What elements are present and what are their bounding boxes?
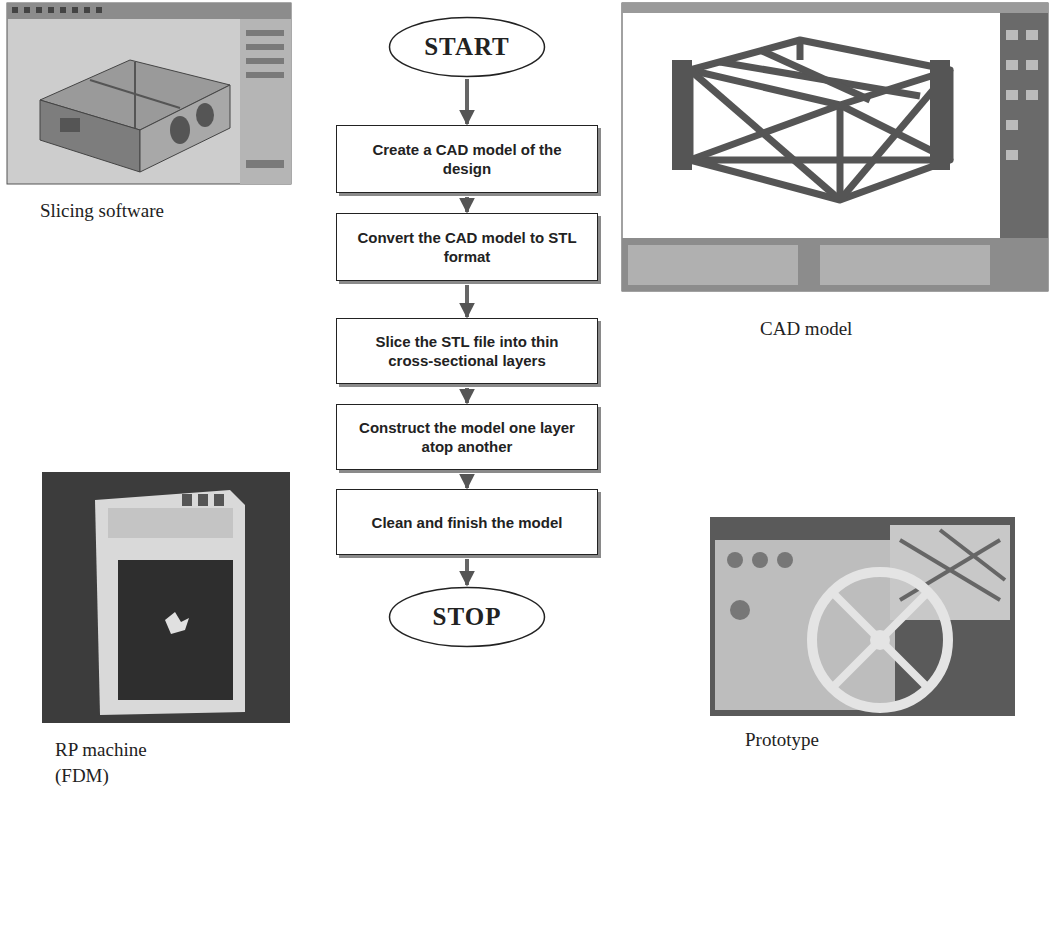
- process-box: Convert the CAD model to STL format: [336, 213, 598, 281]
- terminator-oval: START: [388, 16, 546, 78]
- step-text: Convert the CAD model to STL format: [351, 228, 583, 266]
- flow-arrow: [465, 474, 469, 488]
- flow-arrow: [465, 559, 469, 585]
- process-box: Slice the STL file into thin cross-secti…: [336, 318, 598, 384]
- rp-machine-photo: [42, 472, 290, 723]
- step-text: Create a CAD model of the design: [351, 140, 583, 178]
- flow-arrow: [465, 285, 469, 317]
- step-text: Construct the model one layer atop anoth…: [351, 418, 583, 456]
- terminator-label: START: [424, 33, 510, 61]
- flow-arrow: [465, 79, 469, 124]
- terminator-oval: STOP: [388, 586, 546, 648]
- image-caption: Slicing software: [40, 198, 240, 224]
- image-caption: RP machine (FDM): [55, 737, 167, 789]
- process-box: Construct the model one layer atop anoth…: [336, 404, 598, 470]
- terminator-label: STOP: [433, 603, 502, 631]
- step-text: Clean and finish the model: [372, 513, 563, 532]
- step-text: Slice the STL file into thin cross-secti…: [351, 332, 583, 370]
- prototype-photo: [710, 517, 1015, 716]
- process-box: Create a CAD model of the design: [336, 125, 598, 193]
- image-caption: CAD model: [760, 316, 960, 342]
- oval-outline: [390, 588, 545, 647]
- image-caption: Prototype: [745, 727, 945, 753]
- oval-outline: [390, 18, 545, 77]
- flow-arrow: [465, 197, 469, 212]
- process-box: Clean and finish the model: [336, 489, 598, 555]
- cad-model-screenshot: [622, 3, 1048, 291]
- slicing-software-screenshot: [7, 3, 291, 184]
- flow-arrow: [465, 388, 469, 403]
